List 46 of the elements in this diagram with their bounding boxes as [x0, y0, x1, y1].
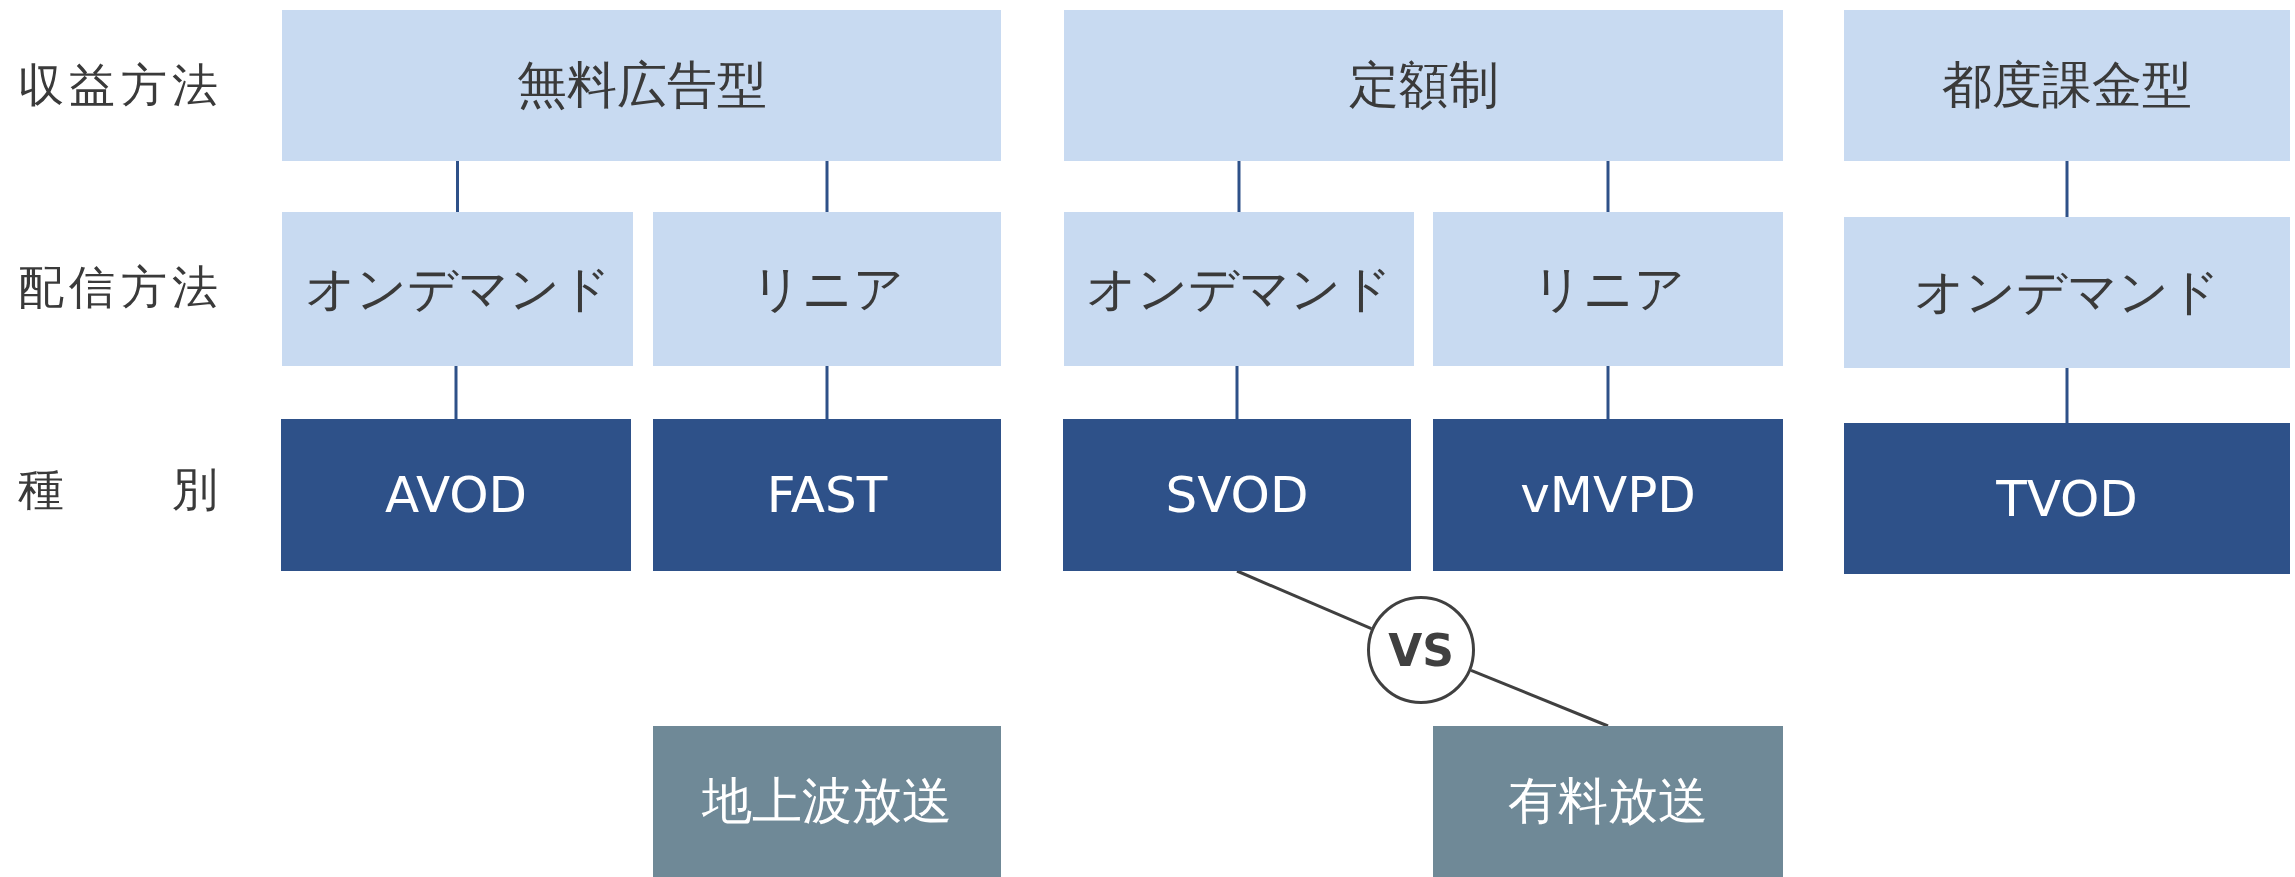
node-text: AVOD	[384, 466, 528, 524]
node-text: リニア	[750, 258, 904, 320]
node-text: SVOD	[1165, 466, 1309, 524]
type-box	[281, 419, 631, 571]
category-box	[1433, 212, 1783, 366]
node-text: 定額制	[1348, 55, 1499, 116]
node-text: vMVPD	[1520, 466, 1696, 524]
node-text: オンデマンド	[304, 258, 611, 320]
node-text: VS	[1388, 624, 1454, 676]
category-box	[1064, 212, 1414, 366]
node-text: 有料放送	[1508, 771, 1708, 832]
connector-line	[825, 161, 829, 212]
node-text: TVOD	[1996, 469, 2138, 528]
connector-line	[1606, 161, 1610, 212]
node-text: 無料広告型	[516, 55, 767, 116]
broadcast-box	[653, 726, 1001, 877]
type-box	[653, 419, 1001, 571]
category-box	[1844, 10, 2290, 161]
row-label: 収益方法	[18, 58, 218, 114]
row-label: 配信方法	[18, 260, 218, 316]
node-text: オンデマンド	[1914, 262, 2220, 323]
connector-line	[454, 366, 458, 419]
broadcast-box	[1433, 726, 1783, 877]
node-text: オンデマンド	[1086, 258, 1392, 320]
connector-line	[825, 366, 829, 419]
connector-line	[456, 161, 459, 212]
category-box	[1064, 10, 1783, 161]
type-box	[1844, 423, 2290, 574]
category-box	[282, 10, 1001, 161]
node-text: FAST	[766, 466, 888, 524]
connector-line	[2065, 161, 2069, 217]
type-box	[1063, 419, 1411, 571]
type-box	[1433, 419, 1783, 571]
connector-line	[1237, 161, 1241, 212]
connector-line	[1235, 366, 1239, 419]
category-box	[282, 212, 633, 366]
connector-line	[1606, 366, 1610, 419]
connector-line	[2065, 368, 2069, 423]
connector-line	[1470, 668, 1609, 728]
node-text: リニア	[1531, 258, 1685, 320]
node-text: 地上波放送	[702, 771, 952, 832]
node-text: 都度課金型	[1942, 55, 2192, 116]
connector-line	[1236, 569, 1372, 631]
category-box	[1844, 217, 2290, 368]
row-label: 種別	[18, 462, 218, 518]
category-box	[653, 212, 1001, 366]
